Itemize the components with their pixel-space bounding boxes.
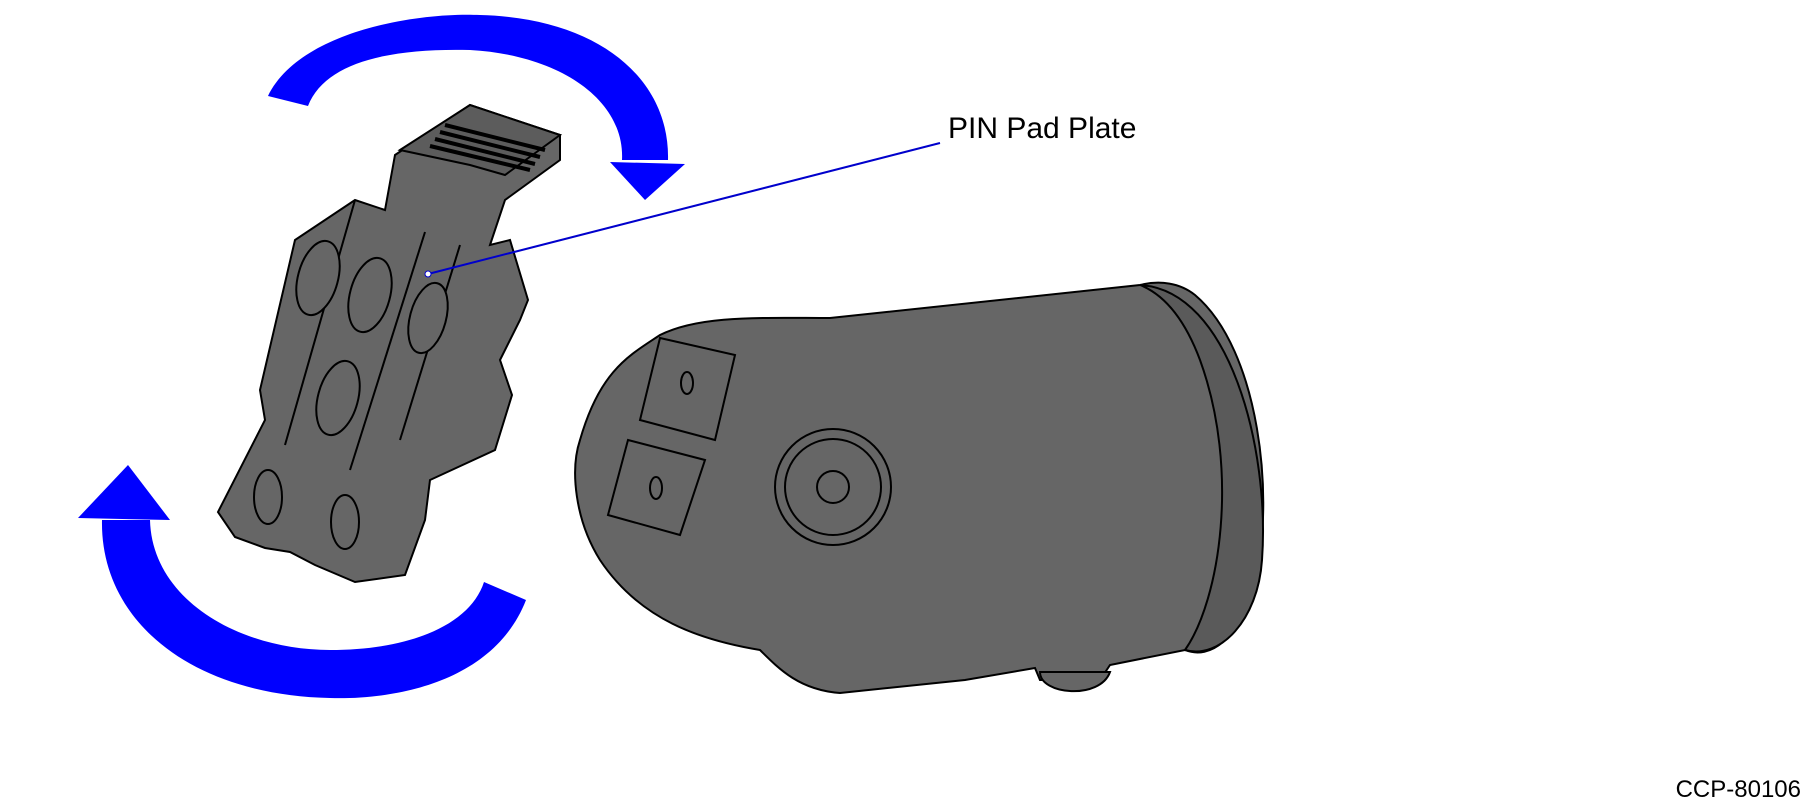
pin-pad-plate (216, 103, 563, 584)
callout-pin-pad-plate: PIN Pad Plate (948, 112, 1137, 145)
rotation-arrow-top (268, 14, 685, 200)
figure-id: CCP-80106 (1675, 776, 1801, 803)
leader-line (427, 142, 941, 275)
cylinder-mount (574, 281, 1265, 695)
rotation-arrow-bottom (78, 465, 526, 699)
